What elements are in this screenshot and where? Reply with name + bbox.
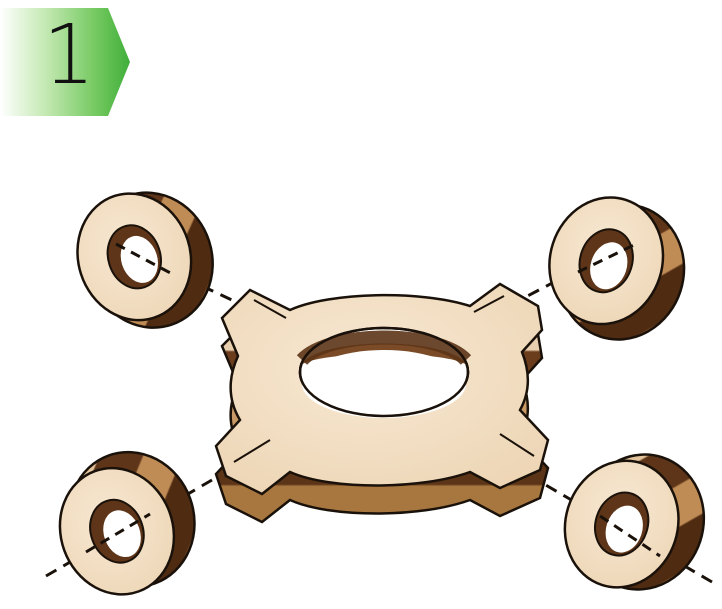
washer-top-right — [530, 183, 702, 356]
washer-top-left — [61, 173, 230, 347]
center-frame-piece — [216, 284, 548, 522]
washer-bottom-right — [549, 434, 722, 609]
washer-bottom-left — [39, 434, 214, 609]
